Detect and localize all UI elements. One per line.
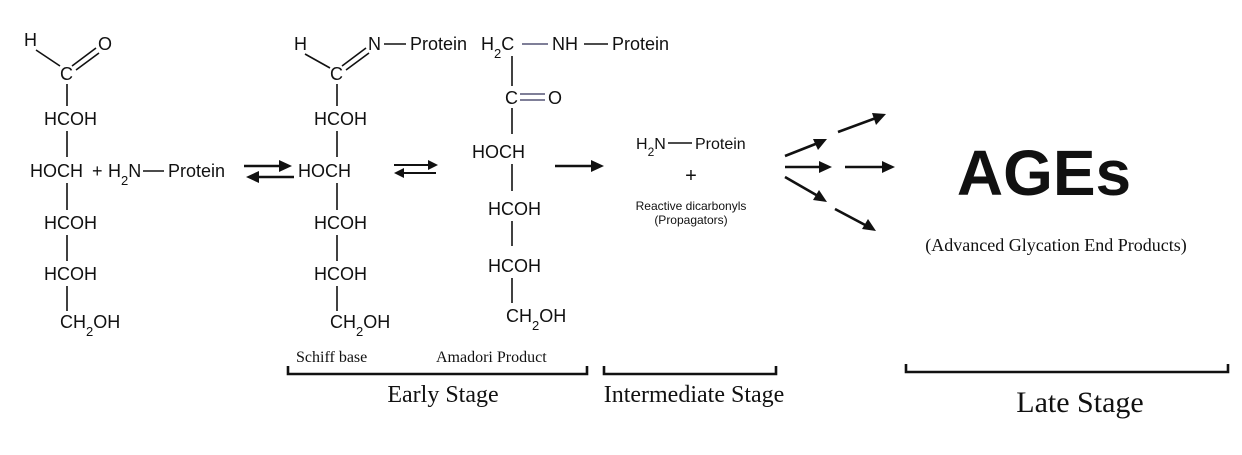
amadori-product-label: Amadori Product xyxy=(436,349,547,366)
glucose-co-bond-b xyxy=(75,52,100,71)
early-stage-label: Early Stage xyxy=(387,382,498,408)
propagators-label: (Propagators) xyxy=(654,213,727,227)
schiff-cn-bond-b xyxy=(345,52,370,71)
intermediate-amine: H2N xyxy=(636,136,666,159)
amadori-row-1: HOCH xyxy=(472,142,525,162)
amadori-c2: C xyxy=(505,88,518,108)
intermediate-stage-bracket xyxy=(602,366,778,376)
glucose-structure: H O C HCOH HOCH HCOH HCOH CH2OH xyxy=(24,30,120,339)
schiff-terminal: CH2OH xyxy=(330,312,390,339)
glucose-row-1: HCOH xyxy=(44,109,97,129)
intermediate-stage-label: Intermediate Stage xyxy=(604,382,785,408)
early-stage-bracket xyxy=(286,366,589,376)
equilibrium-arrow-1 xyxy=(244,160,294,183)
intermediate-products: H2N Protein + Reactive dicarbonyls (Prop… xyxy=(636,136,747,227)
glucose-row-3: HCOH xyxy=(44,213,97,233)
forward-arrow-1 xyxy=(555,160,604,172)
glucose-aldehyde-h: H xyxy=(24,30,37,50)
intermediate-protein: Protein xyxy=(695,136,746,153)
amadori-nh: NH xyxy=(552,34,578,54)
amadori-row-3: HCOH xyxy=(488,256,541,276)
schiff-h: H xyxy=(294,34,307,54)
schiff-base-label: Schiff base xyxy=(296,349,367,366)
late-stage-bracket xyxy=(904,364,1230,374)
amadori-row-2: HCOH xyxy=(488,199,541,219)
glucose-ch-bond xyxy=(35,49,61,67)
schiff-row-3: HCOH xyxy=(314,213,367,233)
amadori-ch2: H2C xyxy=(481,34,514,61)
protein-amine-reactant: + H2N Protein xyxy=(92,161,225,188)
diverging-arrows-right xyxy=(834,113,895,231)
reactant-protein: Protein xyxy=(168,161,225,181)
amadori-o: O xyxy=(548,88,562,108)
amadori-terminal: CH2OH xyxy=(506,306,566,333)
glucose-c1: C xyxy=(60,64,73,84)
schiff-row-4: HCOH xyxy=(314,264,367,284)
equilibrium-arrow-2 xyxy=(394,160,438,178)
glucose-co-bond-a xyxy=(71,47,97,67)
amadori-protein: Protein xyxy=(612,34,669,54)
schiff-protein: Protein xyxy=(410,34,467,54)
schiff-n: N xyxy=(368,34,381,54)
amadori-product-structure: H2C NH Protein C O HOCH HCOH HCOH CH2OH … xyxy=(436,34,669,366)
reactant-plus: + xyxy=(92,161,103,181)
glucose-terminal: CH2OH xyxy=(60,312,120,339)
ages-block: AGEs (Advanced Glycation End Products) xyxy=(925,137,1186,256)
reactant-amine: H2N xyxy=(108,161,141,188)
schiff-row-2: HOCH xyxy=(298,161,351,181)
glucose-row-4: HCOH xyxy=(44,264,97,284)
diverging-arrows-left xyxy=(784,139,832,202)
ages-subtitle: (Advanced Glycation End Products) xyxy=(925,235,1186,256)
schiff-ch-bond xyxy=(304,53,331,69)
glucose-aldehyde-o: O xyxy=(98,34,112,54)
schiff-c1: C xyxy=(330,64,343,84)
ages-title: AGEs xyxy=(957,137,1131,209)
schiff-row-1: HCOH xyxy=(314,109,367,129)
dicarbonyls-label: Reactive dicarbonyls xyxy=(636,199,747,213)
schiff-base-structure: H N Protein C HCOH HOCH HCOH HCOH CH2OH … xyxy=(294,34,467,366)
schiff-cn-bond-a xyxy=(341,47,367,67)
intermediate-plus: + xyxy=(685,165,697,187)
glucose-row-2: HOCH xyxy=(30,161,83,181)
late-stage-label: Late Stage xyxy=(1016,386,1143,419)
